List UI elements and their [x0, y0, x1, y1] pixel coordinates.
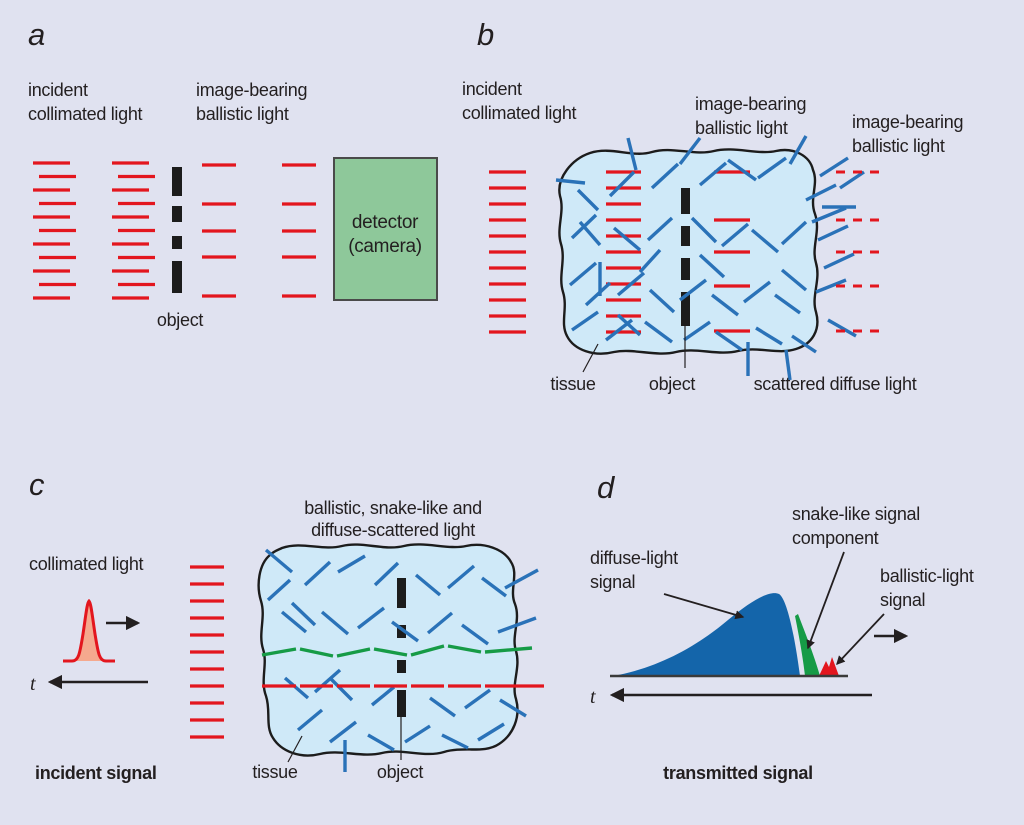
ballistic-label-pointer-arrow: [836, 613, 885, 665]
scattered-blue-arrows-c: [264, 548, 539, 772]
image-bearing-ballistic-light-label-line2: ballistic light: [196, 104, 289, 124]
snake-label-pointer-arrow: [806, 551, 845, 650]
image-bearing-out-label-line2: ballistic light: [852, 136, 945, 156]
object-bar-b: [681, 188, 690, 326]
incident-collimated-light-label-line2: collimated light: [28, 104, 143, 124]
panel-b: b incident collimated light image-bearin…: [462, 17, 963, 394]
incident-collimated-light-label-b-line2: collimated light: [462, 103, 577, 123]
snake-signal-label-line1: snake-like signal: [792, 504, 920, 524]
tissue-label-c: tissue: [252, 762, 298, 782]
panel-c-tag: c: [29, 467, 45, 502]
panel-c: c ballistic, snake-like and diffuse-scat…: [29, 467, 544, 783]
incident-collimated-light-label-b-line1: incident: [462, 79, 522, 99]
detector-label-line2: (camera): [348, 236, 422, 257]
object-bar-c: [397, 578, 406, 717]
panel-d-tag: d: [597, 470, 616, 505]
diffuse-signal-label-line1: diffuse-light: [590, 548, 678, 568]
panel-c-title-line1: ballistic, snake-like and: [304, 498, 482, 518]
time-axis-label-c: t: [30, 673, 36, 695]
time-axis-label-d: t: [590, 686, 596, 708]
ballistic-signal-label-line1: ballistic-light: [880, 566, 974, 586]
incident-collimated-arrows-b: [489, 170, 526, 334]
scattered-diffuse-light-label: scattered diffuse light: [754, 374, 917, 394]
object-label-b: object: [649, 374, 696, 394]
image-bearing-out-label-line1: image-bearing: [852, 112, 963, 132]
time-axis-d: t: [590, 686, 872, 708]
image-bearing-ballistic-light-label-line1: image-bearing: [196, 80, 307, 100]
detector-box: detector (camera): [333, 157, 438, 301]
diffuse-signal-label-line2: signal: [590, 572, 635, 592]
tissue-leader-line-b: [582, 343, 599, 373]
object-bar-a: [172, 167, 182, 293]
dashed-ballistic-exit-arrows: [836, 170, 884, 333]
panel-c-title-line2: diffuse-scattered light: [311, 520, 475, 540]
panel-b-tag: b: [477, 17, 494, 52]
ballistic-signal-peak: [819, 657, 839, 676]
panel-a: a incident collimated light image-bearin…: [28, 17, 438, 330]
snake-signal-label-line2: component: [792, 528, 879, 548]
diffuse-signal-curve: [612, 593, 800, 676]
incident-collimated-arrows: [33, 161, 155, 300]
image-bearing-inside-label-line1: image-bearing: [695, 94, 806, 114]
tissue-blob-b: [558, 148, 819, 355]
scattered-blue-arrows-b: [555, 135, 865, 381]
incident-collimated-arrows-c: [190, 565, 224, 739]
time-axis-c: t: [30, 673, 148, 695]
ballistic-signal-label-line2: signal: [880, 590, 925, 610]
transmitted-signal-caption: transmitted signal: [663, 763, 813, 783]
incident-signal-caption: incident signal: [35, 763, 157, 783]
diffuse-label-pointer-arrow: [663, 593, 745, 620]
detector-label-line1: detector: [352, 212, 419, 233]
tissue-label-b: tissue: [550, 374, 596, 394]
collimated-light-label: collimated light: [29, 554, 144, 574]
panel-d: d snake-like signal component diffuse-li…: [590, 470, 974, 783]
incident-collimated-light-label-line1: incident: [28, 80, 88, 100]
snake-path-arrows: [261, 644, 533, 658]
pulse-shape: [63, 598, 115, 663]
ballistic-transmitted-arrows: [202, 163, 316, 298]
object-label-a: object: [157, 310, 204, 330]
tissue-leader-line-c: [287, 735, 303, 763]
incident-pulse: [63, 598, 141, 663]
object-label-c: object: [377, 762, 424, 782]
panel-a-tag: a: [28, 17, 45, 52]
image-bearing-inside-label-line2: ballistic light: [695, 118, 788, 138]
